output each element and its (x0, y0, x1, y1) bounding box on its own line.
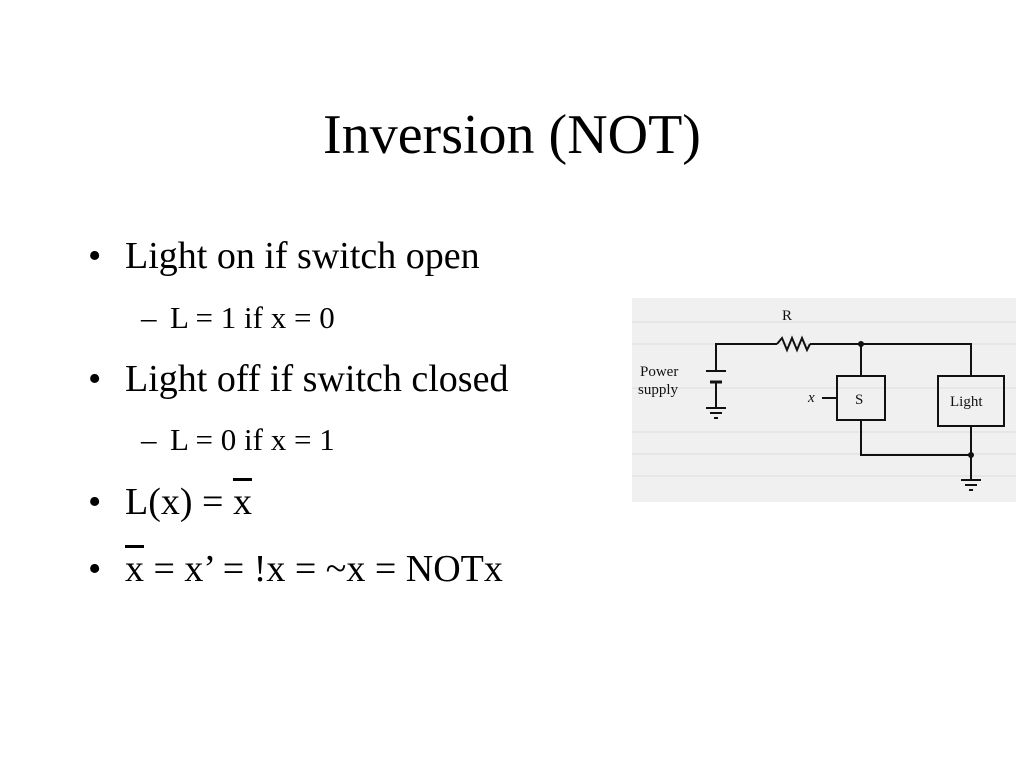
junction-top (858, 341, 864, 347)
circuit-diagram-svg: R Power supply x S Light (632, 298, 1016, 502)
sub-bullet-text: L = 1 if x = 0 (170, 300, 335, 335)
formula-prefix: L(x) = (125, 481, 233, 523)
scan-background (632, 298, 1016, 502)
ground-symbol-light (961, 479, 981, 491)
wire-battery-to-resistor (715, 343, 777, 362)
sub-bullet-text: L = 0 if x = 1 (170, 422, 335, 457)
bullet-marker: • (88, 235, 102, 277)
sub-bullet-marker: – (141, 300, 157, 335)
resistor-label: R (782, 308, 792, 324)
junction-bottom (968, 452, 974, 458)
sub-bullet-marker: – (141, 422, 157, 457)
formula-negated-var: x (125, 548, 144, 590)
formula-suffix: = x’ = !x = ~x = NOTx (144, 548, 503, 590)
power-supply-label-1: Power (640, 364, 678, 380)
power-supply-label-2: supply (638, 382, 679, 398)
resistor-R (776, 335, 811, 353)
ground-symbol-battery (706, 407, 726, 419)
circuit-diagram: R Power supply x S Light (632, 298, 1016, 502)
switch-label: S (855, 392, 863, 408)
bullet-text: x = x’ = !x = ~x = NOTx (125, 545, 503, 593)
formula-negated-var: x (232, 481, 252, 523)
bullet-text: L(x) = x (125, 478, 252, 526)
bullet-marker: • (88, 358, 102, 400)
switch-input-label: x (807, 390, 815, 406)
slide-title: Inversion (NOT) (323, 104, 701, 166)
bullet-marker: • (88, 548, 102, 590)
wire-bottom (860, 420, 971, 456)
light-label: Light (950, 394, 983, 410)
bullet-text: Light off if switch closed (125, 358, 509, 400)
bullet-marker: • (88, 481, 102, 523)
bullet-text: Light on if switch open (125, 235, 480, 277)
